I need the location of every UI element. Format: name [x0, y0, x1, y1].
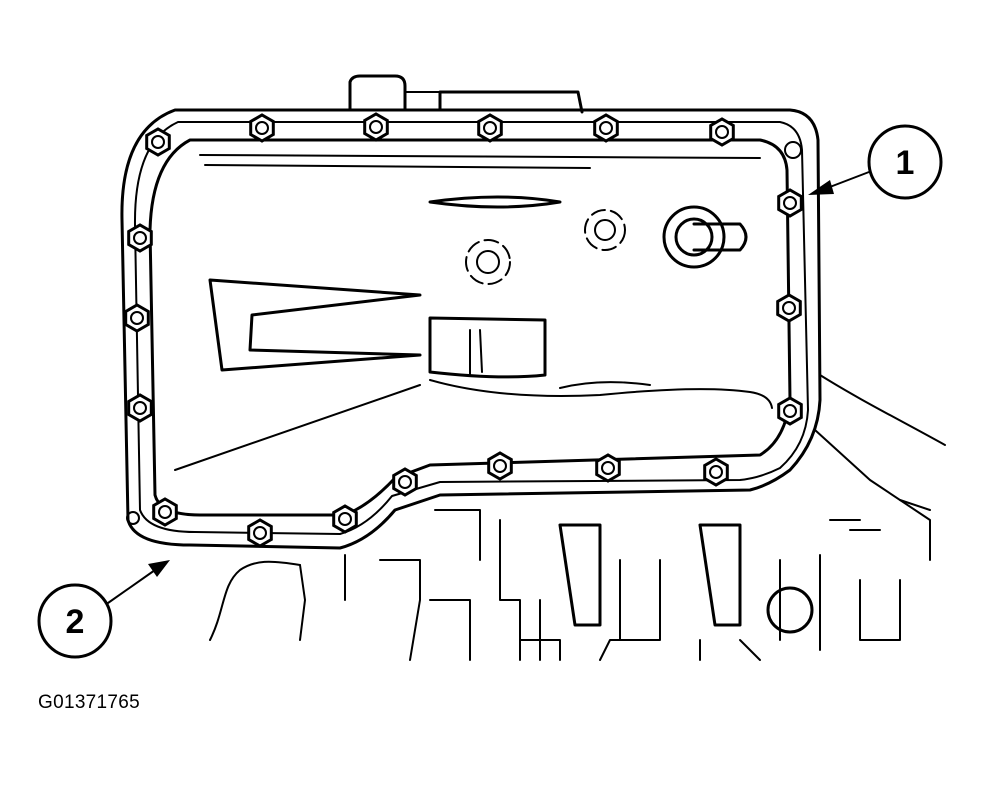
gasket [120, 108, 822, 550]
pan-top-bosses [348, 74, 584, 114]
pan-bolt [127, 393, 153, 423]
pan-bolt [703, 457, 729, 487]
figure-id-label: G01371765 [38, 692, 141, 713]
pan-bolt [152, 497, 178, 527]
pan-bolt [332, 504, 358, 534]
callout-2: 2 [37, 560, 170, 659]
pan-bolt [145, 127, 171, 157]
pan-bolt [124, 303, 150, 333]
callout-1: 1 [808, 124, 943, 200]
pan-bolt [249, 113, 275, 143]
pan-bolt [709, 117, 735, 147]
callout-1-number: 1 [896, 144, 915, 182]
pan-bolts [124, 112, 803, 548]
pan-bolt [127, 223, 153, 253]
pan-bolt [776, 293, 802, 323]
pan-alignment-hole [126, 511, 140, 525]
pan-bolt [777, 188, 803, 218]
pan-bolt [477, 113, 503, 143]
pan-bolt [487, 451, 513, 481]
pan-floor-details [174, 154, 773, 471]
transmission-housing-background [209, 374, 946, 661]
pan-alignment-hole [784, 141, 802, 159]
callout-2-number: 2 [66, 603, 85, 641]
pan-bolt [247, 518, 273, 548]
pan-bolt [593, 113, 619, 143]
gasket-inner-edge [133, 121, 809, 535]
oil-pan-body [148, 138, 792, 517]
pan-circular-features [465, 205, 748, 285]
pan-bolt [363, 112, 389, 142]
pan-bolt [595, 453, 621, 483]
pan-bolt [392, 467, 418, 497]
pan-bolt [777, 396, 803, 426]
